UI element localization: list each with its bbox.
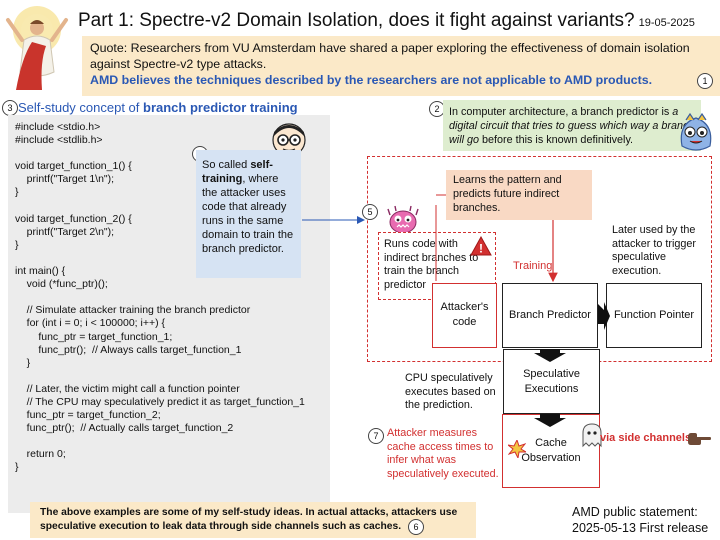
- code-line: [15, 370, 323, 383]
- marker-1: 1: [697, 73, 713, 89]
- later-used-text: Later used by the attacker to trigger sp…: [612, 224, 697, 277]
- cpu-speculative-text: CPU speculatively executes based on the …: [405, 372, 496, 412]
- code-line: [15, 435, 323, 448]
- code-panel: #include <stdio.h>#include <stdlib.h> vo…: [8, 115, 330, 513]
- saint-figure-icon: [6, 6, 68, 90]
- code-line: func_ptr = target_function_1;: [15, 330, 173, 343]
- def-post: before this is known definitively.: [479, 134, 634, 146]
- selfstudy-heading: Self-study concept of branch predictor t…: [18, 100, 298, 115]
- pink-monster-icon: [387, 205, 419, 234]
- marker-7: 7: [368, 428, 384, 444]
- code-line: func_ptr(); // Always calls target_funct…: [15, 343, 242, 356]
- attacker-code-box: Attacker's code: [432, 283, 497, 348]
- def-italic: a digital circuit that tries to guess wh…: [449, 106, 695, 146]
- training-label: Training: [513, 260, 553, 272]
- bottom-note: The above examples are some of my self-s…: [30, 502, 476, 538]
- code-line: func_ptr(); // Actually calls target_fun…: [15, 422, 234, 435]
- code-line: func_ptr = target_function_2;: [15, 409, 161, 422]
- code-line: // The CPU may speculatively predict it …: [15, 395, 305, 408]
- marker-5: 5: [362, 204, 378, 220]
- marker-6: 6: [408, 519, 424, 535]
- note4-pre: So called: [202, 159, 251, 171]
- note4-bold: self-training: [202, 159, 273, 185]
- branch-predictor-box: Branch Predictor: [502, 283, 598, 348]
- code-line: return 0;: [15, 448, 66, 461]
- code-line: printf("Target 2\n");: [15, 225, 115, 238]
- learns-box: Learns the pattern and predicts future i…: [446, 170, 592, 220]
- code-line: void target_function_1() {: [15, 160, 132, 173]
- via-side-channels-label: via side channels: [600, 432, 692, 444]
- ghost-icon: [582, 423, 602, 448]
- amd-statement-line1: AMD public statement:: [572, 505, 698, 519]
- code-block: #include <stdio.h>#include <stdlib.h> vo…: [15, 121, 323, 475]
- cache-observation-label: Cache Observation: [521, 437, 581, 464]
- amd-statement: AMD public statement: 2025-05-13 First r…: [572, 504, 708, 536]
- code-line: int main() {: [15, 265, 66, 278]
- code-line: }: [15, 461, 19, 474]
- code-line: void target_function_2() {: [15, 212, 132, 225]
- explosion-icon: [508, 440, 526, 458]
- selfstudy-bold: branch predictor training: [143, 100, 298, 115]
- pointing-hand-icon: [688, 433, 711, 445]
- amd-statement-line2: 2025-05-13 First release: [572, 521, 709, 535]
- title-date: 19-05-2025: [638, 17, 695, 29]
- code-line: #include <stdio.h>: [15, 121, 101, 133]
- warning-mark: !: [479, 242, 483, 256]
- title-text: Part 1: Spectre-v2 Domain Isolation, doe…: [78, 10, 635, 31]
- code-line: for (int i = 0; i < 100000; i++) {: [15, 317, 166, 330]
- amd-quote: AMD believes the techniques described by…: [90, 73, 653, 87]
- def-pre: In computer architecture, a branch predi…: [449, 106, 673, 118]
- warning-icon: !: [470, 236, 492, 256]
- marker-2: 2: [429, 101, 445, 117]
- speculative-executions-box: Speculative Executions: [503, 349, 600, 414]
- selfstudy-prefix: Self-study concept of: [18, 100, 144, 115]
- code-line: printf("Target 1\n");: [15, 173, 115, 186]
- attacker-measures-text: Attacker measures cache access times to …: [387, 427, 499, 480]
- code-line: // Later, the victim might call a functi…: [15, 382, 240, 395]
- blue-monster-icon: [680, 112, 712, 151]
- quote-text: Quote: Researchers from VU Amsterdam hav…: [90, 41, 690, 71]
- code-line: }: [15, 186, 19, 199]
- code-line: void (*func_ptr)();: [15, 278, 108, 291]
- marker-3: 3: [2, 100, 18, 116]
- code-line: }: [15, 356, 31, 369]
- code-line: [15, 291, 323, 304]
- code-line: // Simulate attacker training the branch…: [15, 304, 251, 317]
- code-line: }: [15, 238, 19, 251]
- code-line: #include <stdlib.h>: [15, 134, 103, 147]
- self-training-note: So called self-training, where the attac…: [196, 150, 301, 278]
- page-title: Part 1: Spectre-v2 Domain Isolation, doe…: [78, 10, 695, 32]
- quote-box: Quote: Researchers from VU Amsterdam hav…: [82, 36, 720, 96]
- glasses-guy-icon: [272, 123, 306, 157]
- note4-post: , where the attacker uses code that alre…: [202, 173, 294, 255]
- function-pointer-box: Function Pointer: [606, 283, 702, 348]
- definition-box: In computer architecture, a branch predi…: [443, 100, 701, 151]
